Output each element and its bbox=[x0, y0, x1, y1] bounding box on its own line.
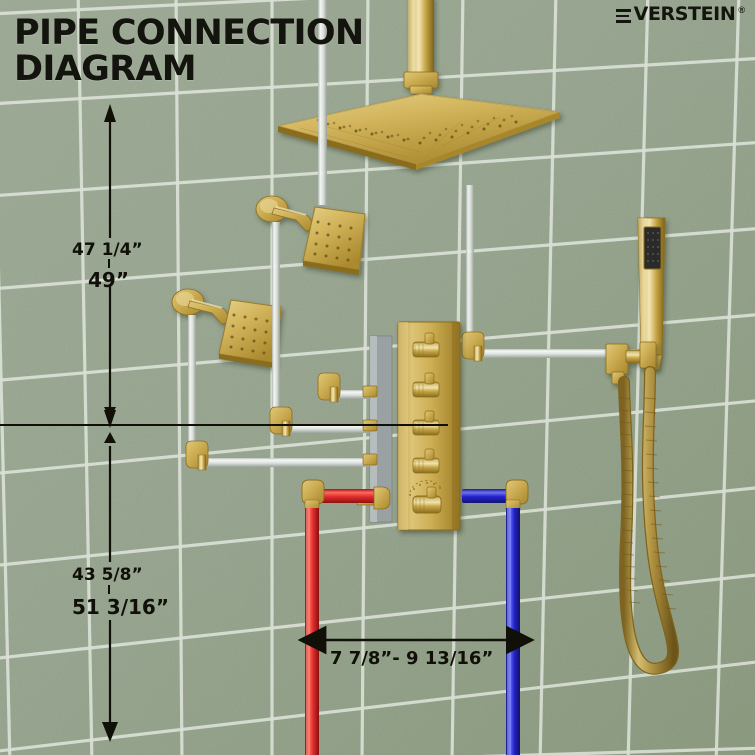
dimension-tick-lower bbox=[108, 585, 110, 594]
dimension-label-ceiling-to-valve-max: 49” bbox=[88, 268, 129, 292]
vertical-supply-risers bbox=[188, 0, 474, 460]
lower-wall-shower-head bbox=[171, 288, 282, 368]
thermostatic-valve-panel[interactable] bbox=[397, 321, 461, 531]
valve-handle-4[interactable] bbox=[412, 448, 440, 474]
valve-handle-1[interactable] bbox=[412, 332, 440, 358]
pipe-elbow-fittings bbox=[185, 331, 485, 471]
brand-name: VERSTEIN bbox=[633, 3, 736, 25]
flexible-hose bbox=[618, 366, 680, 675]
cold-water-supply-pipe bbox=[462, 479, 529, 755]
ceiling-rain-shower-head bbox=[277, 0, 561, 170]
wand-holder-bracket[interactable] bbox=[605, 341, 657, 385]
branch-supply-pipes bbox=[196, 349, 652, 467]
everstein-bars-e-icon bbox=[615, 6, 631, 26]
dimension-label-valve-to-floor-min: 43 5/8” bbox=[72, 565, 143, 585]
dimension-label-valve-to-floor-max: 51 3/16” bbox=[72, 595, 169, 619]
valve-handle-2[interactable] bbox=[412, 372, 440, 398]
upper-wall-shower-head bbox=[255, 195, 366, 275]
page-title: PIPE CONNECTION DIAGRAM bbox=[14, 13, 364, 89]
thermostatic-temperature-dial[interactable] bbox=[409, 480, 443, 514]
brand-logo: VERSTEIN ® bbox=[615, 3, 745, 26]
dimension-label-hot-cold-spacing: 7 7/8”- 9 13/16” bbox=[330, 648, 494, 669]
handheld-shower-wand[interactable] bbox=[637, 217, 666, 371]
registered-trademark-symbol: ® bbox=[738, 5, 745, 15]
dimension-tick-upper bbox=[108, 259, 110, 268]
valve-handle-3[interactable] bbox=[412, 410, 440, 436]
dimension-label-ceiling-to-valve-min: 47 1/4” bbox=[72, 240, 143, 260]
